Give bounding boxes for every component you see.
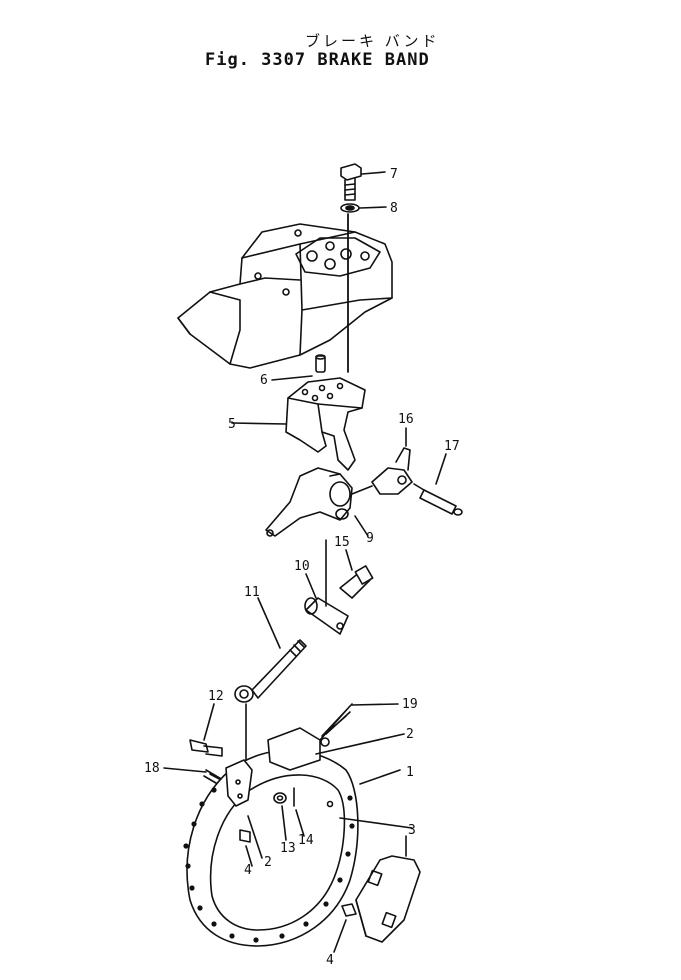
callout-15: 15 — [334, 535, 350, 550]
spring-part-19 — [319, 703, 399, 747]
callout-18: 18 — [144, 761, 160, 776]
callout-12: 12 — [208, 689, 224, 704]
dowel-pin-part-6 — [271, 354, 326, 381]
callout-5: 5 — [228, 417, 236, 432]
callout-10: 10 — [294, 559, 310, 574]
callout-11: 11 — [244, 585, 260, 600]
callout-6: 6 — [260, 373, 268, 388]
callout-13: 13 — [280, 841, 296, 856]
lever-part-9 — [265, 467, 369, 537]
callout-4-bottom: 4 — [326, 953, 334, 968]
brake-lining-part-3 — [333, 817, 421, 953]
bolt-part-12 — [189, 703, 223, 757]
brake-band-part-1 — [183, 727, 405, 947]
adjusting-rod-part-11 — [234, 597, 307, 761]
lever-link-part-16 — [351, 427, 413, 495]
callout-19: 19 — [402, 697, 418, 712]
washer-part-8 — [340, 203, 387, 213]
pin-part-17 — [413, 453, 463, 516]
figure-title: Fig. 3307 BRAKE BAND — [205, 50, 430, 70]
callout-4-left: 4 — [244, 863, 252, 878]
callout-9: 9 — [366, 531, 374, 546]
callout-2-lower: 2 — [264, 855, 272, 870]
callout-2-upper: 2 — [406, 727, 414, 742]
bracket-part-5 — [231, 377, 366, 471]
bushing-part-10 — [304, 539, 349, 635]
figure-title-japanese: ブレーキ バンド — [305, 32, 440, 50]
callout-17: 17 — [444, 439, 460, 454]
control-valve-housing — [177, 213, 393, 373]
callout-14: 14 — [298, 833, 314, 848]
bolt-part-7 — [340, 163, 386, 201]
callout-1: 1 — [406, 765, 414, 780]
callout-3: 3 — [408, 823, 416, 838]
callout-16: 16 — [398, 412, 414, 427]
bushing-part-15 — [339, 549, 374, 599]
callout-7: 7 — [390, 167, 398, 182]
callout-8: 8 — [390, 201, 398, 216]
